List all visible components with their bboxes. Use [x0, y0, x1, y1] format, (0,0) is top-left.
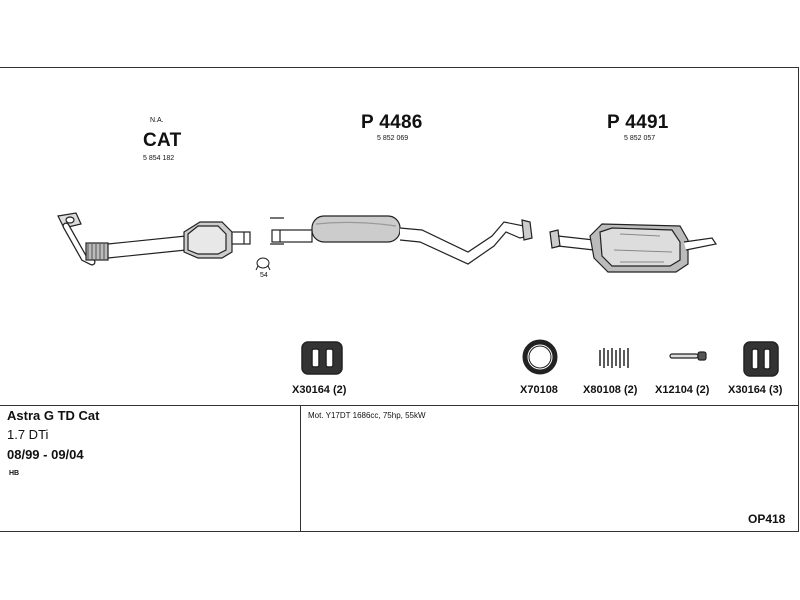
rubber-hanger-icon: [743, 341, 779, 377]
fitting-code: X12104 (2): [655, 384, 710, 396]
middle-silencer-pipe: [270, 215, 533, 265]
part-number-p4491: 5 852 057: [624, 135, 656, 142]
fitting-code: X80108 (2): [583, 384, 638, 396]
section-title-p4491: P 4491: [607, 112, 669, 133]
section-title-p4486: P 4486: [361, 112, 423, 133]
exhaust-diagram: [57, 212, 779, 377]
spring-icon: [599, 348, 629, 368]
fitting-code: X30164 (3): [728, 384, 783, 396]
catalyst-converter: [183, 221, 251, 259]
vehicle-years: 08/99 - 09/04: [7, 447, 84, 462]
vehicle-model: Astra G TD Cat: [7, 408, 100, 423]
info-divider-horizontal: [0, 405, 799, 406]
clamp-label: 54: [260, 272, 268, 279]
front-pipe: [57, 212, 187, 266]
clamp-part: [255, 257, 271, 271]
part-number-p4486: 5 852 069: [377, 135, 409, 142]
section-note: N.A.: [150, 117, 164, 124]
info-divider-vertical: [300, 405, 301, 532]
bolt-icon: [669, 351, 707, 361]
part-number-cat: 5 854 182: [143, 155, 175, 162]
diagram-frame: [0, 67, 799, 532]
rubber-hanger-icon: [301, 341, 343, 375]
vehicle-engine: 1.7 DTi: [7, 427, 49, 442]
diagram-code: OP418: [748, 512, 786, 526]
vehicle-body: HB: [9, 470, 20, 477]
section-title-cat: CAT: [143, 130, 182, 151]
gasket-ring-icon: [522, 339, 558, 375]
fitting-code: X30164 (2): [292, 384, 347, 396]
rear-silencer: [549, 223, 717, 273]
fitting-code: X70108: [520, 384, 558, 396]
engine-details: Mot. Y17DT 1686cc, 75hp, 55kW: [308, 411, 426, 420]
